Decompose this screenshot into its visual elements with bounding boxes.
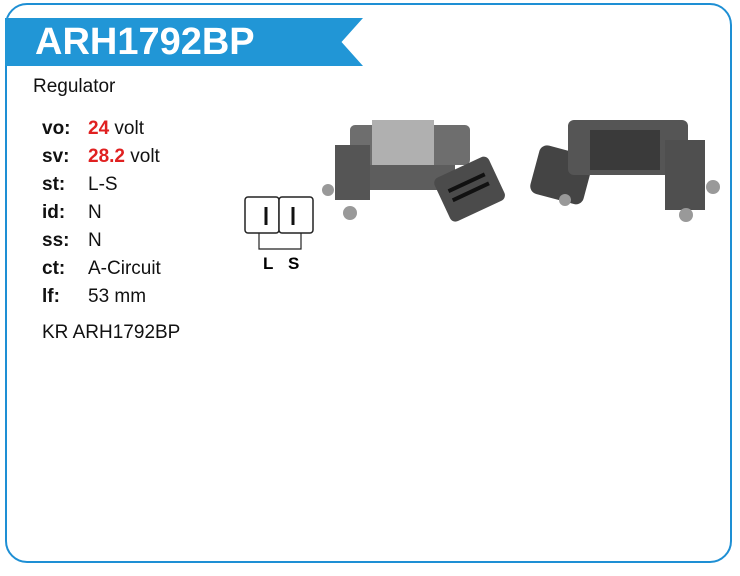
page-title: ARH1792BP <box>35 21 255 63</box>
spec-value: 24 <box>88 118 110 139</box>
spec-value: 53 mm <box>88 286 147 307</box>
spec-unit: volt <box>130 146 160 167</box>
card-frame <box>5 3 732 563</box>
spec-label: lf: <box>42 286 60 307</box>
terminal-diagram: L S <box>244 196 314 273</box>
spec-label: vo: <box>42 118 71 139</box>
spec-sv: sv: 28.2 volt <box>42 144 161 172</box>
product-type: Regulator <box>33 76 116 97</box>
terminal-label-s: S <box>288 254 299 273</box>
spec-label: sv: <box>42 146 70 167</box>
terminal-label-l: L <box>263 254 273 273</box>
spec-value: L-S <box>88 174 118 195</box>
part-code: KR ARH1792BP <box>42 322 181 343</box>
spec-value: 28.2 <box>88 146 125 167</box>
spec-ss: ss: N <box>42 228 161 256</box>
spec-value: A-Circuit <box>88 258 161 279</box>
spec-label: id: <box>42 202 66 223</box>
spec-st: st: L-S <box>42 172 161 200</box>
spec-label: ct: <box>42 258 66 279</box>
regulator-back-image <box>530 120 720 222</box>
spec-ct: ct: A-Circuit <box>42 256 161 284</box>
title-banner <box>5 18 363 66</box>
spec-vo: vo: 24 volt <box>42 116 161 144</box>
spec-lf: lf: 53 mm <box>42 284 161 312</box>
spec-unit: volt <box>114 118 144 139</box>
spec-value: N <box>88 202 102 223</box>
spec-label: ss: <box>42 230 70 251</box>
spec-id: id: N <box>42 200 161 228</box>
spec-value: N <box>88 230 102 251</box>
spec-label: st: <box>42 174 66 195</box>
regulator-front-image <box>322 120 505 222</box>
spec-list: vo: 24 volt sv: 28.2 volt st: L-S id: N ss: N… <box>42 116 161 312</box>
product-photos <box>322 120 720 222</box>
